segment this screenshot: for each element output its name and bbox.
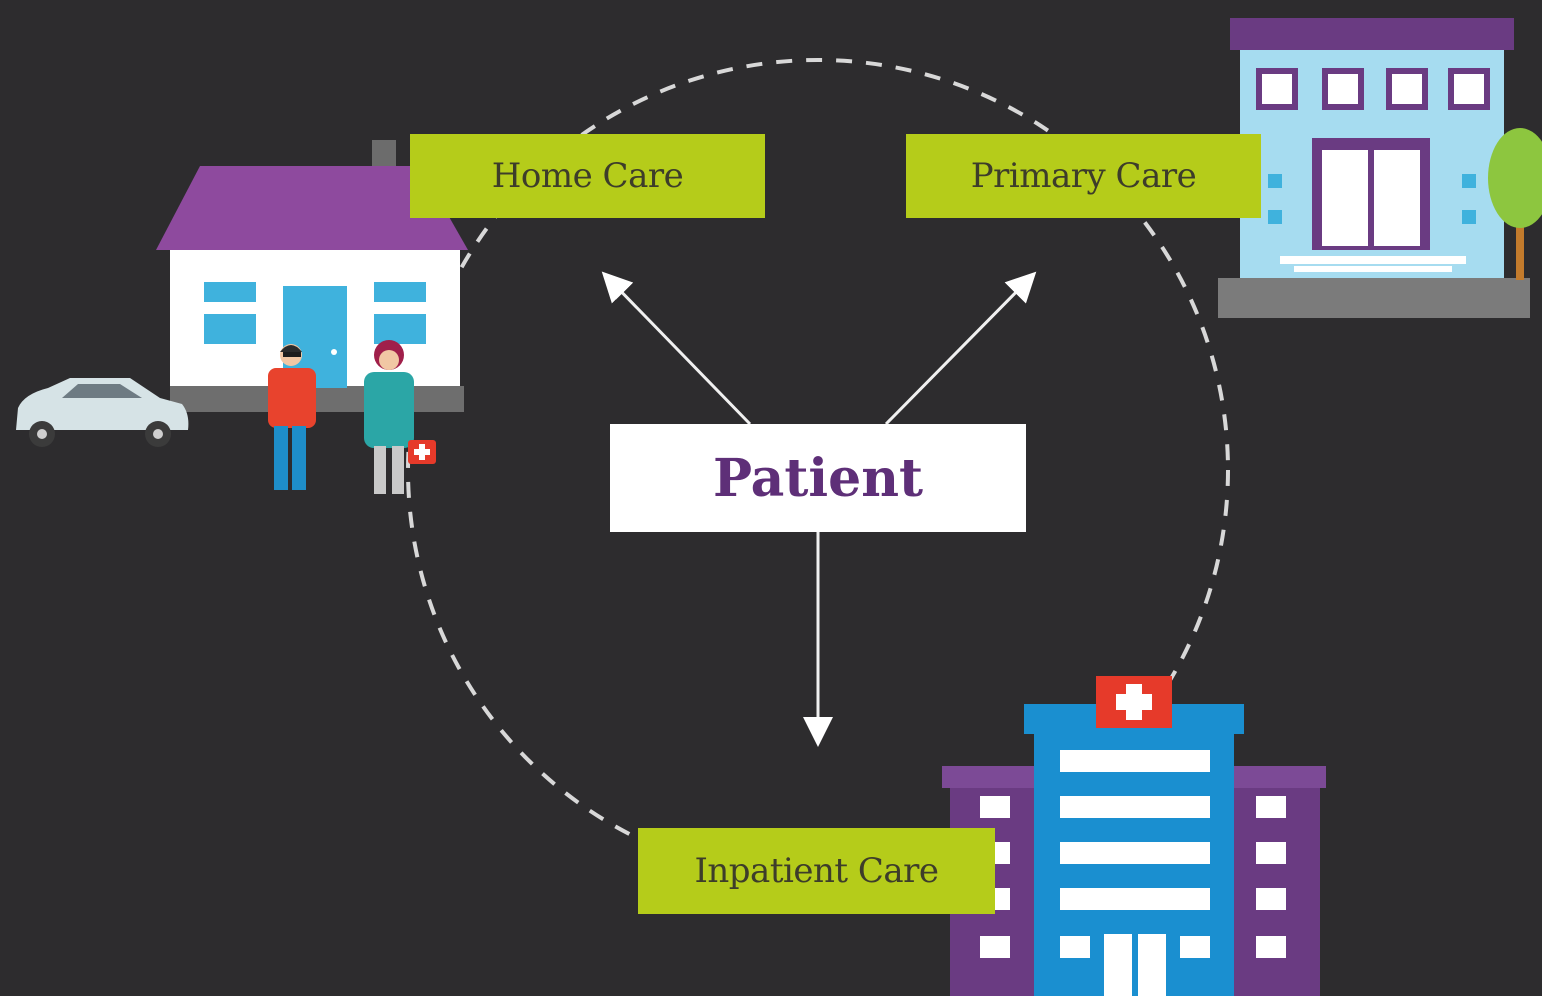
home-care-label: Home Care bbox=[410, 134, 765, 218]
primary-care-label: Primary Care bbox=[906, 134, 1261, 218]
caregiver-person-icon bbox=[364, 340, 436, 494]
arrow-to-primary-care bbox=[884, 271, 1037, 426]
hospital-building-icon bbox=[942, 676, 1326, 996]
patient-person-icon bbox=[268, 344, 316, 490]
car-icon bbox=[16, 378, 189, 447]
inpatient-care-label: Inpatient Care bbox=[638, 828, 995, 914]
patient-center-node: Patient bbox=[610, 424, 1026, 532]
house-icon bbox=[156, 140, 468, 412]
clinic-building-icon bbox=[1218, 18, 1542, 318]
arrow-to-home-care bbox=[601, 271, 752, 426]
